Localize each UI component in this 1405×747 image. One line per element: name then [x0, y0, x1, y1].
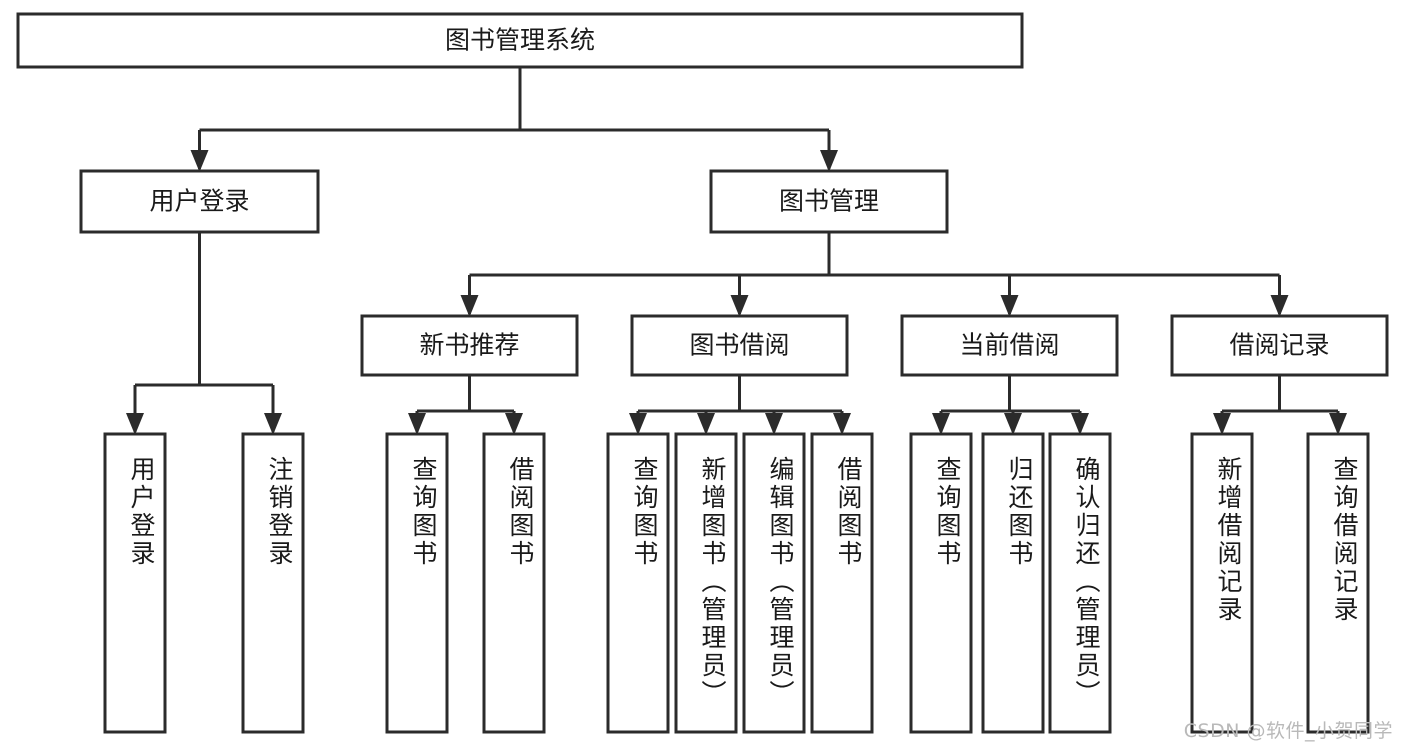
leaf-leaf-query-borrow-record-box[interactable] — [1306, 432, 1370, 734]
leaf-leaf-user-logout-box[interactable] — [241, 432, 305, 734]
connectors-layer — [126, 67, 1347, 435]
node-new-book-recommend-box[interactable] — [360, 314, 579, 377]
arrow-head-icon — [697, 413, 715, 435]
leaf-leaf-add-book-admin-box[interactable] — [674, 432, 738, 734]
leaf-leaf-edit-book-admin-box[interactable] — [742, 432, 806, 734]
leaf-leaf-query-book-borrow-box[interactable] — [606, 432, 670, 734]
node-book-borrow-box[interactable] — [630, 314, 849, 377]
arrow-head-icon — [629, 413, 647, 435]
node-root-box[interactable] — [16, 12, 1024, 69]
node-book-management-box[interactable] — [709, 169, 949, 234]
arrow-head-icon — [264, 413, 282, 435]
arrow-head-icon — [1004, 413, 1022, 435]
leaf-leaf-borrow-book-box[interactable] — [810, 432, 874, 734]
arrow-head-icon — [126, 413, 144, 435]
arrow-head-icon — [730, 295, 749, 317]
node-book-management-label: 图书管理 — [779, 187, 879, 216]
arrow-head-icon — [1329, 413, 1347, 435]
node-borrow-record-box[interactable] — [1170, 314, 1389, 377]
node-book-borrow-label: 图书借阅 — [689, 331, 789, 360]
arrow-head-icon — [1270, 295, 1289, 317]
node-borrow-record-label: 借阅记录 — [1229, 331, 1329, 360]
csdn-watermark: CSDN @软件_小贺同学 — [1183, 720, 1393, 742]
leaf-leaf-return-book-box[interactable] — [981, 432, 1045, 734]
leaf-leaf-query-book-current-box[interactable] — [909, 432, 973, 734]
arrow-head-icon — [820, 150, 838, 172]
leaf-leaf-user-login-box[interactable] — [103, 432, 167, 734]
node-root-label: 图书管理系统 — [445, 26, 595, 55]
arrow-head-icon — [1213, 413, 1231, 435]
arrow-head-icon — [460, 295, 479, 317]
node-current-borrow-box[interactable] — [900, 314, 1119, 377]
leaf-leaf-borrow-book-rec-box[interactable] — [482, 432, 546, 734]
arrow-head-icon — [1000, 295, 1019, 317]
leaf-leaf-confirm-return-admin-box[interactable] — [1048, 432, 1112, 734]
arrow-head-icon — [408, 413, 426, 435]
arrow-head-icon — [1071, 413, 1089, 435]
arrow-head-icon — [190, 150, 209, 172]
node-current-borrow-label: 当前借阅 — [959, 331, 1059, 360]
arrow-head-icon — [932, 413, 950, 435]
node-new-book-recommend-label: 新书推荐 — [419, 331, 519, 360]
arrow-head-icon — [505, 413, 523, 435]
arrow-head-icon — [833, 413, 851, 435]
arrow-head-icon — [765, 413, 783, 435]
node-user-login-label: 用户登录 — [149, 187, 249, 216]
node-user-login-box[interactable] — [79, 169, 320, 234]
leaf-leaf-add-borrow-record-box[interactable] — [1190, 432, 1254, 734]
boxes-layer — [16, 12, 1389, 734]
leaf-leaf-query-book-rec-box[interactable] — [385, 432, 449, 734]
